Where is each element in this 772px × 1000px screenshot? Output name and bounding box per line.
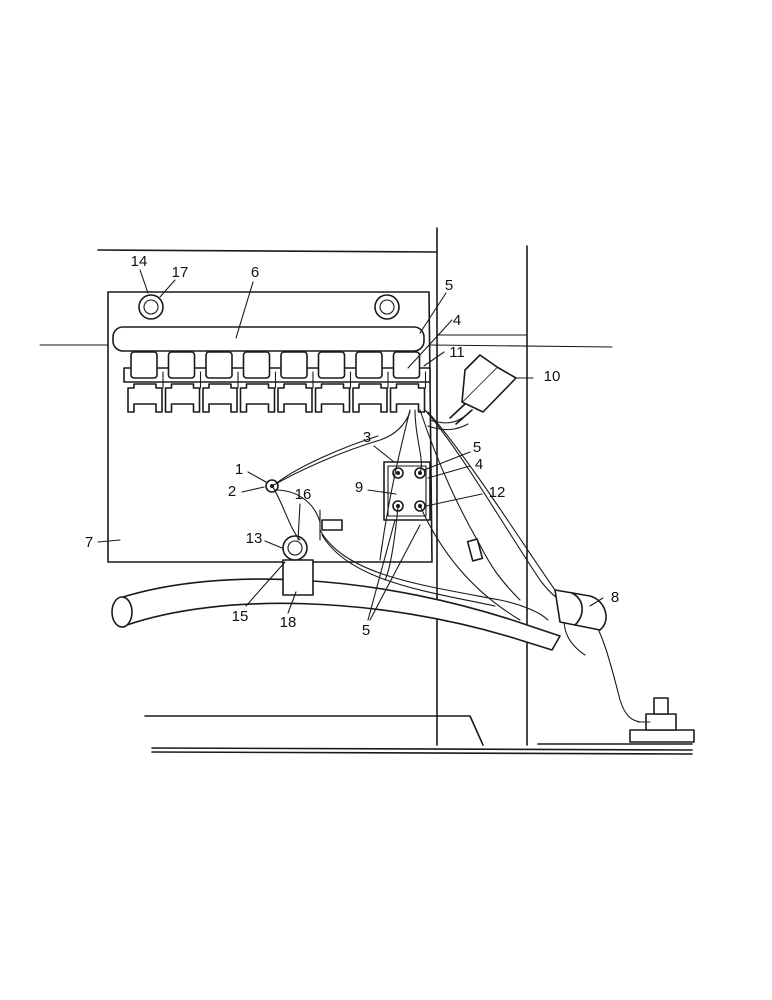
fuse-block: [123, 351, 431, 413]
fuse-holder: [314, 351, 352, 413]
fuse-holder: [239, 351, 277, 413]
callout-8: 8: [611, 589, 619, 606]
callout-5a: 5: [445, 277, 453, 294]
fuse-holder: [352, 351, 389, 413]
fuse-holder: [277, 351, 314, 413]
battery-post: [629, 697, 695, 743]
callout-16: 16: [295, 486, 312, 503]
floor-base: [144, 715, 693, 755]
callout-3: 3: [363, 429, 371, 446]
cable-clamp: [282, 535, 314, 596]
callout-6: 6: [251, 264, 259, 281]
callout-10: 10: [544, 368, 561, 385]
callout-5c: 5: [362, 622, 370, 639]
callout-2: 2: [228, 483, 236, 500]
callout-4a: 4: [453, 312, 461, 329]
callout-18: 18: [280, 614, 297, 631]
callout-1: 1: [235, 461, 243, 478]
fuse-holder: [164, 351, 202, 413]
fuse-holder: [127, 351, 164, 413]
callout-5b: 5: [473, 439, 481, 456]
callout-9: 9: [355, 479, 363, 496]
mounting-bolt-right: [374, 294, 400, 320]
mounting-bolt-left: [138, 294, 164, 320]
main-cable: [111, 578, 561, 651]
callout-7: 7: [85, 534, 93, 551]
cable-bundle-end: [554, 589, 607, 631]
callout-15: 15: [232, 608, 249, 625]
callout-4b: 4: [475, 456, 483, 473]
fuse-cover-bar: [112, 326, 425, 352]
callout-labels: 14 17 6 5 4 11 10 3 5 4 1 9 2 12 16 13 7…: [85, 253, 619, 639]
callout-12: 12: [489, 484, 506, 501]
callout-11: 11: [449, 344, 465, 361]
relay-box: [449, 354, 517, 425]
callout-14: 14: [131, 253, 148, 270]
fuse-holder: [202, 351, 239, 413]
background-structure: [39, 227, 613, 746]
leader-lines: [97, 269, 604, 621]
callout-13: 13: [246, 530, 263, 547]
terminal-block: [383, 461, 431, 521]
callout-17: 17: [172, 264, 189, 281]
fuse-holder: [389, 351, 427, 413]
